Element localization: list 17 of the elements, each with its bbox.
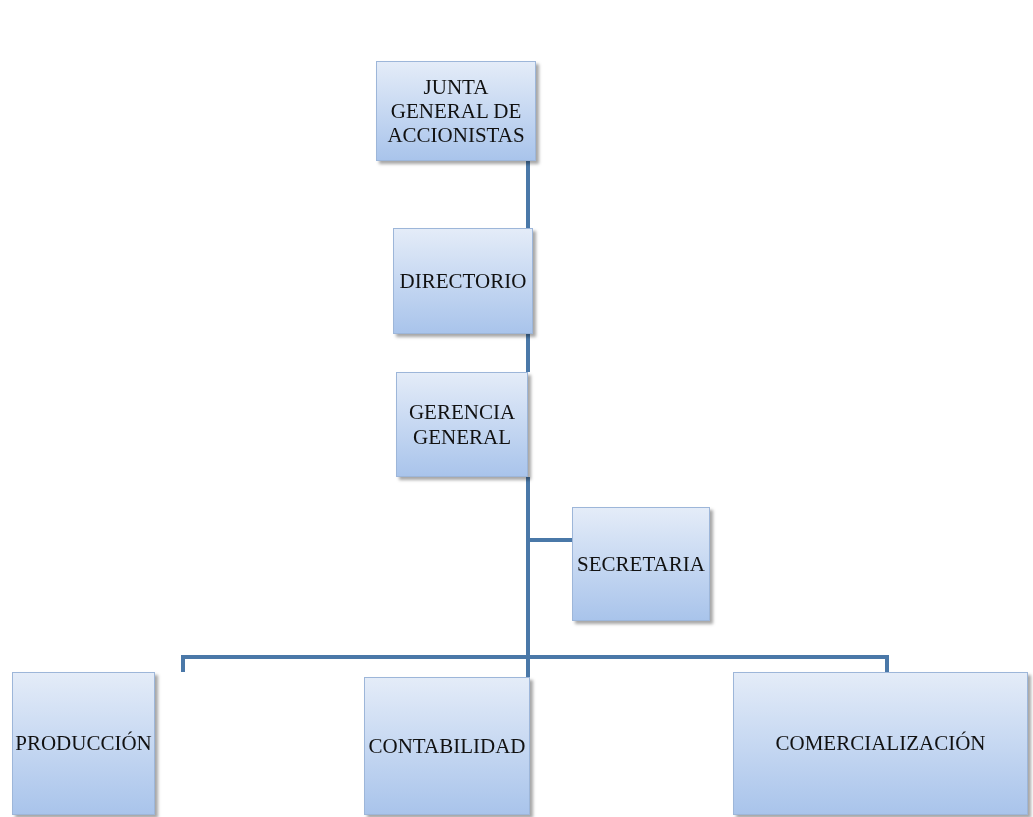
- org-box: [12, 672, 155, 815]
- box-label: DIRECTORIO: [399, 268, 527, 294]
- connector-line: [526, 161, 530, 228]
- box-label: SECRETARIA: [577, 551, 705, 577]
- org-box: [733, 672, 1028, 815]
- box-label: CONTABILIDAD: [368, 733, 526, 759]
- connector-line: [526, 334, 530, 372]
- org-box: [376, 61, 536, 161]
- org-box: [572, 507, 710, 621]
- org-box: [396, 372, 528, 477]
- box-label: PRODUCCIÓN: [15, 731, 152, 756]
- connector-line: [526, 477, 889, 672]
- box-label: GERENCIA GENERAL: [407, 400, 517, 449]
- box-label: COMERCIALIZACIÓN: [775, 731, 986, 756]
- box-label: JUNTA GENERAL DE ACCIONISTAS: [386, 74, 526, 148]
- org-box: [364, 677, 530, 815]
- org-box: [393, 228, 533, 334]
